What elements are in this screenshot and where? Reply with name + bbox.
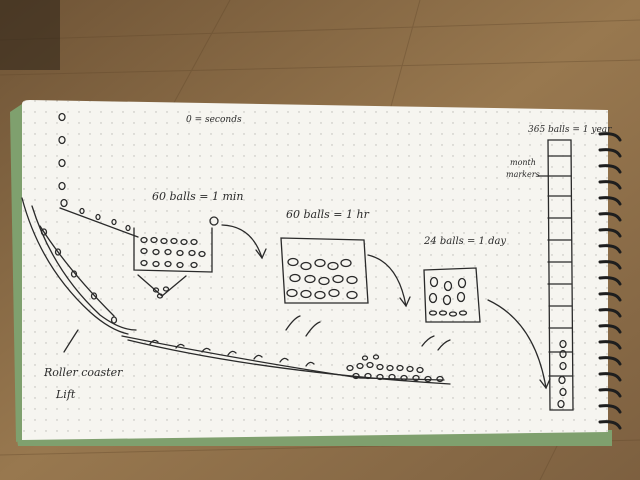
- funnel-balls: [152, 286, 170, 299]
- month-markers: [547, 155, 573, 377]
- seconds-balls: [58, 112, 68, 208]
- motion-dashes: [285, 315, 451, 351]
- lift-label-1: Roller coaster: [43, 366, 123, 379]
- return-track-lower: [127, 339, 451, 385]
- arrow-hour-to-day: [367, 254, 407, 307]
- seconds-label: 0 = seconds: [186, 115, 242, 125]
- minute-ball-incoming: [209, 216, 219, 226]
- ramp-balls: [79, 207, 131, 232]
- spiral-binding: [598, 132, 622, 430]
- day-label: 24 balls = 1 day: [423, 236, 506, 247]
- day-box-balls: [428, 276, 468, 317]
- hour-label: 60 balls = 1 hr: [286, 208, 370, 221]
- month-markers-label-2: markers: [506, 170, 540, 179]
- lift-balls: [40, 228, 118, 324]
- minute-box-balls: [140, 236, 206, 269]
- arrow-minute-to-hour: [221, 224, 263, 259]
- lift-track-outer: [21, 197, 129, 335]
- arrow-day-to-year: [487, 299, 547, 389]
- hour-box: [280, 237, 369, 304]
- pile-of-balls: [346, 354, 444, 383]
- year-tube: [547, 139, 574, 411]
- hour-box-balls: [286, 257, 358, 300]
- seconds-ramp: [59, 207, 139, 238]
- day-box: [423, 267, 481, 323]
- minute-label: 60 balls = 1 min: [152, 190, 244, 203]
- year-tube-balls: [557, 339, 567, 409]
- notebook-cover: [10, 104, 22, 442]
- table-shadow-corner: [0, 0, 60, 70]
- ink-sketch: [21, 112, 574, 411]
- year-label: 365 balls = 1 year: [528, 125, 612, 135]
- label-pointer: [63, 329, 79, 353]
- lift-track-rail: [39, 225, 115, 317]
- lift-label-2: Lift: [55, 388, 76, 401]
- lift-track-inner: [31, 205, 137, 331]
- month-markers-label-1: month: [510, 158, 536, 167]
- minute-box: [133, 227, 213, 273]
- track-ticks: [149, 339, 315, 367]
